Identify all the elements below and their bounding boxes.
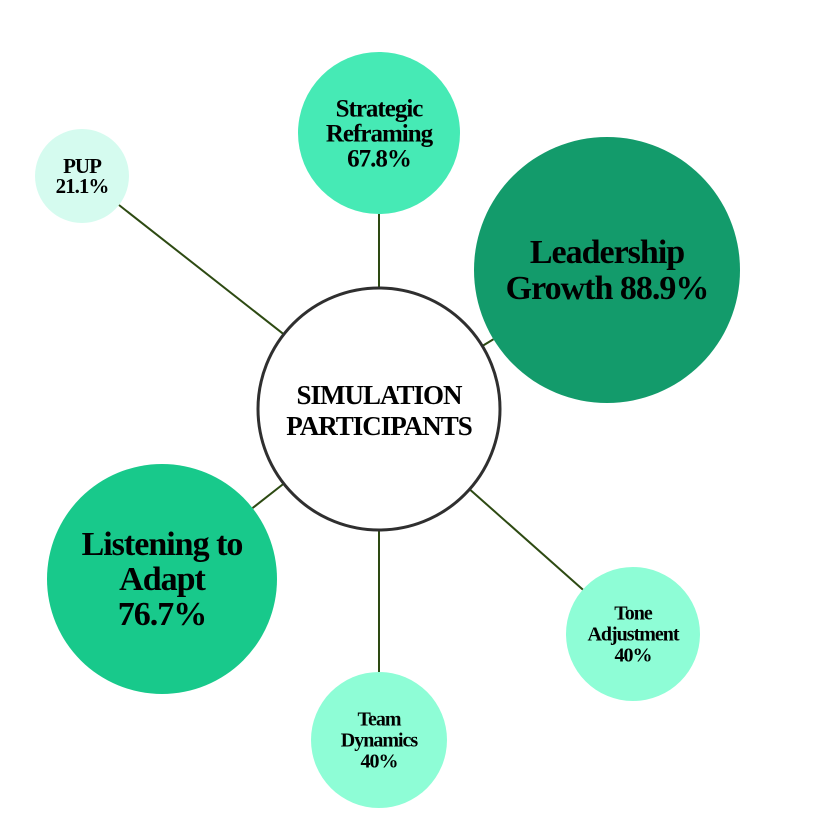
node-label-team-dynamics: Team xyxy=(357,709,401,731)
node-label-pup: PUP xyxy=(63,154,102,178)
node-circle-team-dynamics xyxy=(311,672,447,808)
center-label: PARTICIPANTS xyxy=(286,411,472,441)
connector-line-pup xyxy=(118,204,285,336)
node-label-team-dynamics: Dynamics xyxy=(341,730,419,752)
node-label-pup: 21.1% xyxy=(56,174,109,198)
node-label-leadership-growth: Leadership xyxy=(530,234,684,271)
node-label-strategic-reframing: Reframing xyxy=(326,120,434,147)
node-circle-leadership-growth xyxy=(474,137,740,403)
node-label-listening-to-adapt: Adapt xyxy=(119,561,206,598)
center-circle xyxy=(256,286,502,532)
node-label-tone-adjustment: 40% xyxy=(615,645,652,667)
node-label-strategic-reframing: Strategic xyxy=(336,95,424,122)
node-label-listening-to-adapt: Listening to xyxy=(82,526,243,563)
node-label-tone-adjustment: Tone xyxy=(614,603,653,625)
node-label-strategic-reframing: 67.8% xyxy=(347,145,411,172)
connector-line-listening-to-adapt xyxy=(251,482,285,509)
node-label-listening-to-adapt: 76.7% xyxy=(118,596,207,633)
node-label-tone-adjustment: Adjustment xyxy=(587,624,679,646)
connector-line-leadership-growth xyxy=(481,338,494,347)
node-circle-tone-adjustment xyxy=(566,567,700,701)
node-circle-pup xyxy=(35,129,129,223)
node-label-leadership-growth: Growth 88.9% xyxy=(506,270,709,307)
node-circle-listening-to-adapt xyxy=(47,464,277,694)
node-label-team-dynamics: 40% xyxy=(361,751,398,773)
connector-line-tone-adjustment xyxy=(468,488,584,591)
center-label: SIMULATION xyxy=(296,380,463,410)
node-circle-strategic-reframing xyxy=(298,52,460,214)
